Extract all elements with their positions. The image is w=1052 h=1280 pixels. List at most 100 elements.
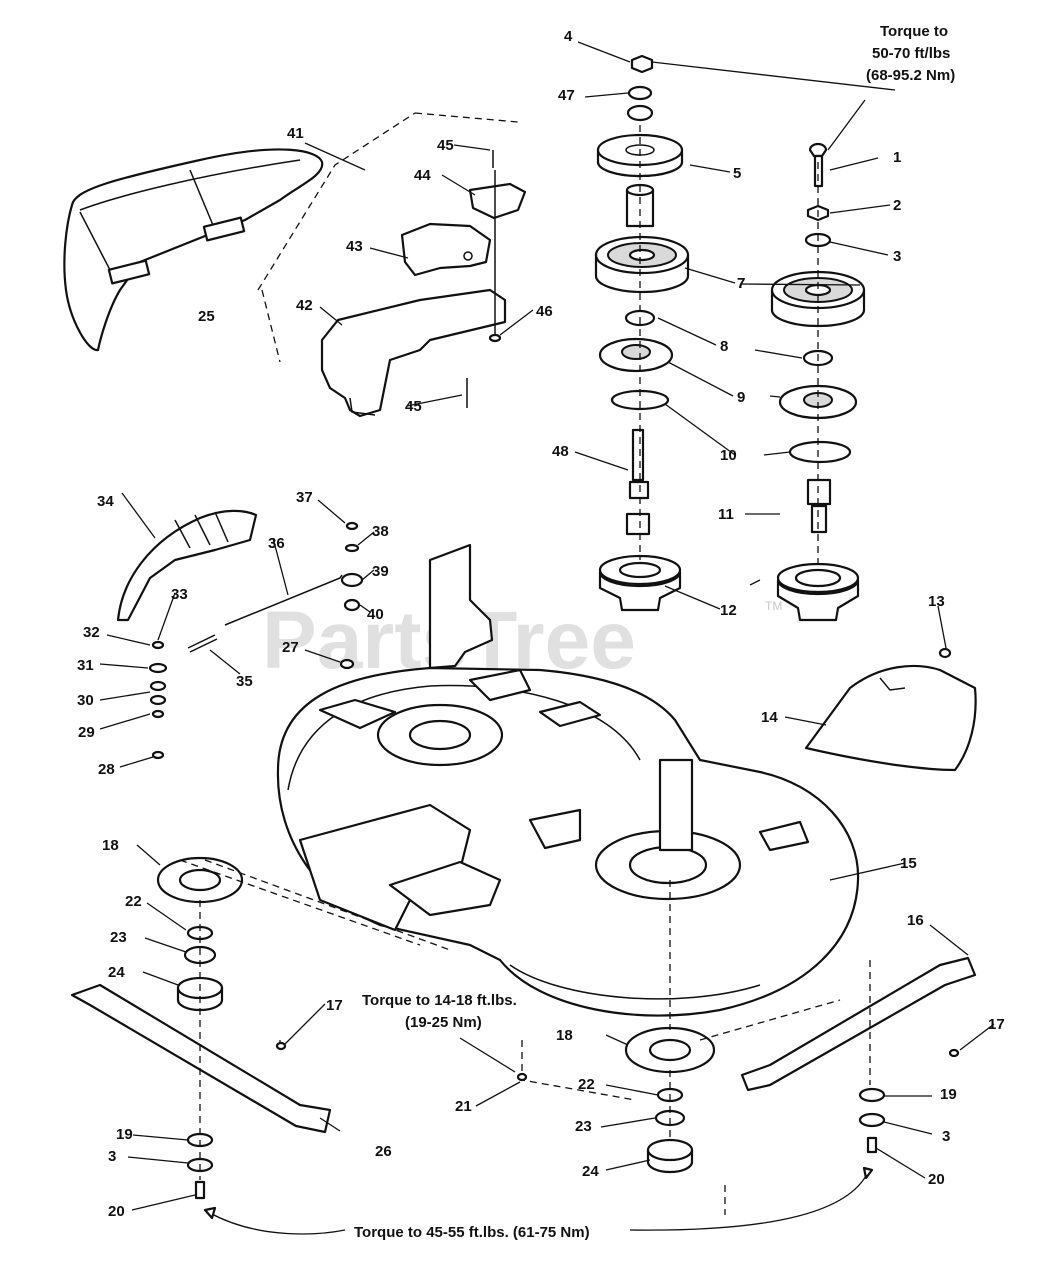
callout-18-left: 18 [102, 837, 119, 854]
callout-20-left: 20 [108, 1203, 125, 1220]
callout-13: 13 [928, 593, 945, 610]
part-45-screws [466, 150, 496, 408]
callout-48: 48 [552, 443, 569, 460]
part-20-bolt-right [866, 1136, 878, 1154]
part-12-spindle-housing-right [776, 578, 860, 622]
callout-17-left: 17 [326, 997, 343, 1014]
part-21-bolt [516, 1072, 528, 1082]
callout-32: 32 [83, 624, 100, 641]
callout-7-right: 7 [737, 275, 745, 292]
callout-25: 25 [198, 308, 215, 325]
part-44-bracket [468, 182, 527, 220]
callout-42: 42 [296, 297, 313, 314]
parts-37-40-stack [340, 521, 364, 612]
torque-note-mid-line1: Torque to 14-18 ft.lbs. [362, 992, 517, 1009]
callout-22-left: 22 [125, 893, 142, 910]
part-4-nut [630, 54, 654, 74]
part-26-blade [70, 983, 332, 1134]
right-blade-assembly [624, 956, 977, 1174]
callout-40: 40 [367, 606, 384, 623]
callout-leaders [99, 41, 995, 1211]
callout-12: 12 [720, 602, 737, 619]
callout-23-right: 23 [575, 1118, 592, 1135]
callout-7: 7 [737, 275, 745, 292]
callout-11: 11 [718, 506, 734, 523]
callout-labels: 4 47 5 7 8 9 10 48 12 11 1 2 3 7 13 14 1… [77, 28, 1005, 1220]
part-34-cover [116, 509, 258, 622]
part-17-bolt-right [948, 1048, 960, 1058]
callout-14: 14 [761, 709, 778, 726]
shield-assembly-lines [257, 112, 416, 363]
torque-note-top-line3: (68-95.2 Nm) [866, 67, 955, 84]
right-spindle-stack [770, 142, 866, 622]
callout-10: 10 [720, 447, 737, 464]
callout-24-right: 24 [582, 1163, 599, 1180]
part-46-nut [488, 333, 502, 343]
callout-21: 21 [455, 1098, 472, 1115]
callout-9: 9 [737, 389, 745, 406]
callout-1: 1 [893, 149, 901, 166]
callout-3-top: 3 [893, 248, 901, 265]
callout-26: 26 [375, 1143, 392, 1160]
callout-47: 47 [558, 87, 575, 104]
torque-note-top-line1: Torque to [880, 23, 948, 40]
part-47-washer [627, 85, 653, 101]
part-16-blade [740, 956, 977, 1092]
callout-3-right: 3 [942, 1128, 950, 1145]
callout-43: 43 [346, 238, 363, 255]
part-10-plate-right [788, 440, 852, 464]
part-19-washer-right [858, 1087, 886, 1103]
callout-46: 46 [536, 303, 553, 320]
callout-29: 29 [78, 724, 95, 741]
callout-45-top: 45 [437, 137, 454, 154]
torque-note-mid-line2: (19-25 Nm) [405, 1014, 482, 1031]
callout-44: 44 [414, 167, 431, 184]
callout-27: 27 [282, 639, 299, 656]
part-11-spindle [806, 478, 832, 506]
callout-3-left: 3 [108, 1148, 116, 1165]
callout-28: 28 [98, 761, 115, 778]
part-15-mower-deck [276, 666, 860, 1017]
callout-34: 34 [97, 493, 114, 510]
callout-38: 38 [372, 523, 389, 540]
callout-30: 30 [77, 692, 94, 709]
callout-4: 4 [564, 28, 573, 45]
part-27-bolt [339, 658, 355, 670]
callout-45-bottom: 45 [405, 398, 422, 415]
callout-17-right: 17 [988, 1016, 1005, 1033]
callout-15: 15 [900, 855, 917, 872]
part-35-spring [187, 634, 218, 653]
parts-29-32-stack [148, 640, 168, 760]
watermark-trademark: TM [765, 599, 782, 613]
callout-39: 39 [372, 563, 389, 580]
callout-24-left: 24 [108, 964, 125, 981]
callout-23-left: 23 [110, 929, 127, 946]
callout-16: 16 [907, 912, 924, 929]
callout-18-right: 18 [556, 1027, 573, 1044]
part-3-washer-right [858, 1112, 886, 1128]
part-36-rod [224, 574, 343, 626]
callout-33: 33 [171, 586, 188, 603]
torque-note-top-line2: 50-70 ft/lbs [872, 45, 950, 62]
part-13-bolt [938, 647, 952, 659]
callout-22-right: 22 [578, 1076, 595, 1093]
part-43-cover-plate [400, 222, 492, 277]
torque-note-bottom: Torque to 45-55 ft.lbs. (61-75 Nm) [354, 1224, 590, 1241]
callout-20-right: 20 [928, 1171, 945, 1188]
callout-2: 2 [893, 197, 901, 214]
callout-41: 41 [287, 125, 304, 142]
callout-35: 35 [236, 673, 253, 690]
part-14-shield [804, 664, 977, 772]
callout-36: 36 [268, 535, 285, 552]
part-17-bolt-left [275, 1041, 287, 1051]
part-25-deflector [63, 148, 324, 352]
callout-19-right: 19 [940, 1086, 957, 1103]
part-48-shaft [631, 428, 645, 482]
part-42-belt-cover [320, 288, 507, 418]
callout-8: 8 [720, 338, 728, 355]
left-blade-assembly [70, 856, 332, 1200]
callout-37: 37 [296, 489, 313, 506]
center-spindle-stack [594, 54, 690, 612]
